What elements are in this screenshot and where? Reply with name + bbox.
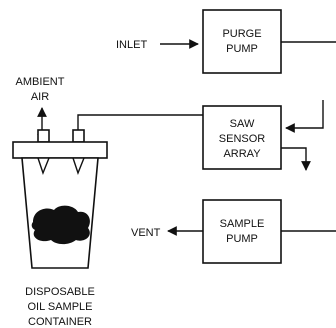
purge-pump-label-line1: PURGE [222,28,261,40]
ambient-label-line1: AMBIENT [16,76,65,88]
sensor-outlet-arrow [281,147,311,171]
vent-label: VENT [131,227,161,239]
sample-pump-label-line2: PUMP [226,233,258,245]
ambient-label-line2: AIR [31,91,49,103]
container-label-line3: CONTAINER [28,316,92,328]
oil-sample-blob [31,205,90,245]
saw-sensor-array-block [202,105,282,170]
inlet-label: INLET [116,39,147,51]
container-label-line2: OIL SAMPLE [27,301,92,313]
container-label-line1: DISPOSABLE [25,286,95,298]
sensor-inlet-arrow [285,100,324,133]
container-probe-left [37,157,50,176]
container-port-left [37,129,50,143]
saw-sensor-label-line3: ARRAY [223,148,261,160]
container-probe-right [72,157,85,176]
saw-sensor-label-line2: SENSOR [219,133,266,145]
sample-pump-label-line1: SAMPLE [220,218,265,230]
purge-pump-label-line2: PUMP [226,43,258,55]
sample-pump-block [202,199,282,264]
container-lid [12,141,108,159]
purge-pump-block [202,9,282,74]
container-to-sensor-tube [77,114,203,130]
container-port-right [72,129,85,143]
saw-sensor-label-line1: SAW [230,118,255,130]
